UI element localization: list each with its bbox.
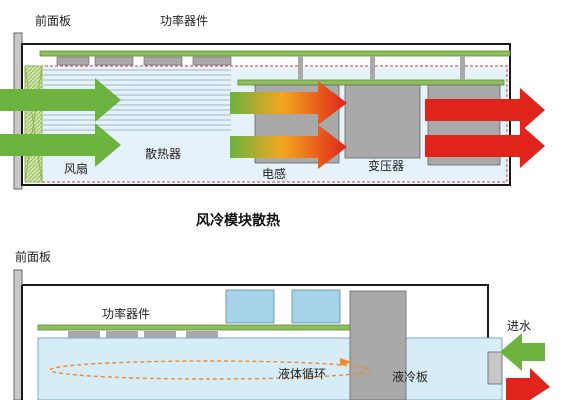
pcb-standoff <box>460 56 465 80</box>
power-device <box>56 56 90 66</box>
fan-cross <box>24 65 43 183</box>
module-box <box>225 289 275 324</box>
pcb-board-right <box>237 79 505 86</box>
water-inlet-arrow <box>500 333 545 371</box>
liquid-cooled-module: 前面板 功率器件 液体循环 液冷板 进水 <box>13 249 550 400</box>
power-devices-label: 功率器件 <box>102 306 150 321</box>
inductor-label: 电感 <box>262 166 286 181</box>
air-cooling-caption: 风冷模块散热 <box>196 212 280 229</box>
air-cooled-module: 前面板 功率器件 风扇 散热器 电感 变压器 <box>0 13 545 190</box>
front-panel-label: 前面板 <box>35 13 71 28</box>
front-panel-left <box>13 269 23 400</box>
power-device <box>106 331 138 338</box>
power-device <box>94 56 134 66</box>
cold-plate <box>37 337 503 400</box>
water-outlet-arrow <box>506 368 550 400</box>
cold-plate-label: 液冷板 <box>392 369 428 384</box>
fluid-loop-arrowhead <box>340 358 352 366</box>
power-devices-label: 功率器件 <box>160 13 208 28</box>
power-device <box>68 331 100 338</box>
outlet-arrow-upper <box>425 88 545 132</box>
pcb-standoff <box>298 56 303 80</box>
outlet-arrow-lower <box>425 124 545 168</box>
mid-arrow-lower <box>230 125 347 169</box>
transformer-component <box>344 84 421 159</box>
pcb-board <box>39 50 511 57</box>
fan-label: 风扇 <box>64 161 88 176</box>
power-device <box>186 331 218 338</box>
fluid-circulation-label: 液体循环 <box>278 366 326 381</box>
module-box <box>291 289 341 324</box>
heatsink-label: 散热器 <box>145 146 181 161</box>
front-panel-label: 前面板 <box>15 249 51 264</box>
tall-component <box>349 290 407 400</box>
water-port <box>487 351 503 385</box>
power-device <box>144 331 176 338</box>
pcb-board <box>37 324 389 331</box>
fluid-loop <box>49 360 371 380</box>
power-device <box>192 56 232 66</box>
inlet-arrow-upper <box>0 78 121 122</box>
water-in-label: 进水 <box>507 319 531 333</box>
transformer-label: 变压器 <box>368 158 404 173</box>
inlet-arrow-lower <box>0 123 121 167</box>
pcb-standoff <box>370 56 375 80</box>
mid-arrow-upper <box>230 81 347 125</box>
power-device <box>143 56 183 66</box>
